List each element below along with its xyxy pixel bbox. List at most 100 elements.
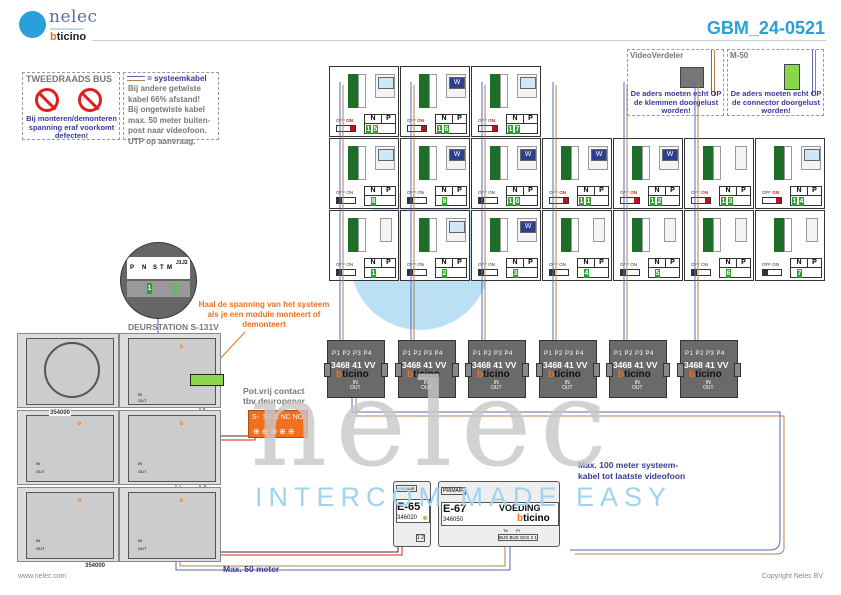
col-p-header: P [594,187,609,196]
video-monitor-icon [375,146,395,170]
video-monitor-icon: W [517,218,537,242]
col-p-header: P [665,259,680,268]
distributor-ports: P1 P2 P3 P4 [332,351,372,357]
bus-terminal-block-icon [348,74,358,108]
max-50-note: Max. 50 meter [223,564,280,574]
col-p-header: P [594,259,609,268]
e67-voeding-label: VOEDING [499,503,541,513]
watermark-text: nelec [250,355,615,494]
termination-switch[interactable] [549,197,569,204]
distributor-ports: P1 P2 P3 P4 [473,351,513,357]
termination-switch-label: OFF ON [549,190,566,195]
termination-switch[interactable] [336,197,356,204]
address-digit: 5 [373,125,378,134]
distributor-ports: P1 P2 P3 P4 [403,351,443,357]
audio-handset-icon [380,218,392,242]
col-n-header: N [791,259,808,268]
relay-screw-terminals: ⊕⊕⊕⊕⊕ [253,427,297,436]
monitor-screen: W [449,149,465,161]
bus-terminal-label [784,146,792,180]
audio-handset-icon [735,146,747,170]
termination-switch[interactable] [478,269,498,276]
termination-switch[interactable] [336,269,356,276]
bus-terminal-block-icon [490,146,500,180]
footer-copyright: Copyright Nelec BV [761,573,823,580]
bticino-logo: bticino [618,369,651,380]
termination-switch[interactable] [691,269,711,276]
termination-switch[interactable] [762,269,782,276]
bus-terminal-label [500,146,508,180]
termination-switch[interactable] [620,269,640,276]
system-cable-legend: = systeemkabel [127,74,207,83]
e67-bticino-logo: bticino [517,513,550,524]
monitor-screen [804,149,820,161]
video-monitor-icon: W [446,74,466,98]
termination-switch[interactable] [549,269,569,276]
col-n-header: N [720,259,737,268]
door-station-config-zoom: P N S T M J1 J2 1 [120,242,197,319]
col-p-header: P [523,259,538,268]
audio-handset-icon [735,218,747,242]
termination-switch[interactable] [620,197,640,204]
e67-code: 346050 [443,517,464,523]
monitor-screen: W [449,77,465,89]
address-digit: 1 [650,197,655,206]
col-p-header: P [381,115,396,124]
address-digit: 1 [508,125,513,134]
termination-switch-label: OFF ON [691,190,708,195]
bus-terminal-label [713,146,721,180]
bus-terminal-block-icon [774,218,784,252]
video-distributor-title: VideoVerdeler [630,51,684,60]
col-p-header: P [807,187,822,196]
termination-switch[interactable] [407,197,427,204]
two-wire-bus-box: TWEEDRAADS BUS Bij monteren/demonteren s… [22,72,120,140]
termination-switch[interactable] [407,125,427,132]
m50-title: M-50 [730,51,749,60]
address-digit: 1 [586,197,591,206]
termination-switch[interactable] [478,197,498,204]
bticino-logo: bticino [689,369,722,380]
termination-switch-label: OFF ON [336,190,353,195]
two-wire-bus-title: TWEEDRAADS BUS [26,74,113,84]
col-p-header: P [523,187,538,196]
termination-switch[interactable] [762,197,782,204]
bticino-logo: b [180,421,184,427]
bus-terminal-block-icon [348,218,358,252]
termination-switch[interactable] [691,197,711,204]
col-p-header: P [452,187,467,196]
col-p-header: P [807,259,822,268]
bus-terminal-block-icon [774,146,784,180]
address-digit: 4 [799,197,804,206]
address-digit: 9 [442,197,447,206]
address-digit: 1 [437,125,442,134]
address-digit: 2 [657,197,662,206]
col-n-header: N [791,187,808,196]
bticino-logo: bticino [50,31,87,43]
termination-switch-label: OFF ON [549,262,566,267]
bus-terminal-block-icon [703,146,713,180]
termination-switch[interactable] [336,125,356,132]
termination-switch[interactable] [407,269,427,276]
termination-switch[interactable] [478,125,498,132]
e65-led [423,516,427,520]
bus-terminal-label [429,218,437,252]
config-n-value: 1 [147,283,152,294]
power-off-warning: Haal de spanning van het systeem als je … [198,300,330,329]
bus-terminal-label [642,146,650,180]
